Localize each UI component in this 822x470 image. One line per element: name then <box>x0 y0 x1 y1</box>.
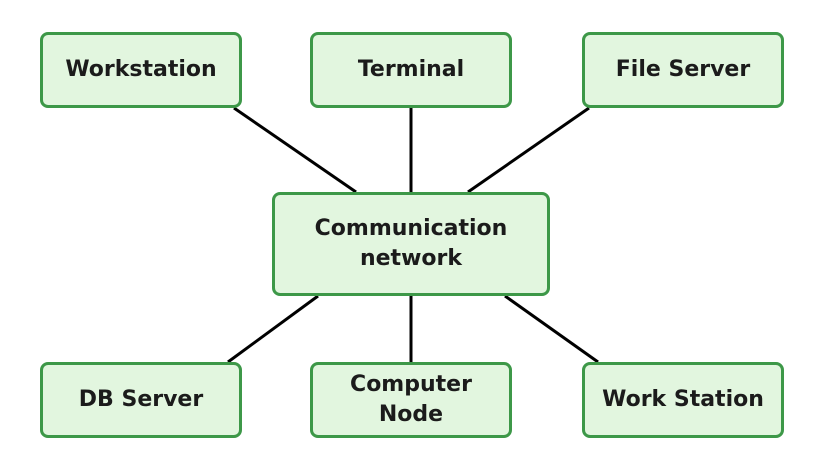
edge-file-server <box>467 106 590 194</box>
node-computer-node: Computer Node <box>310 362 512 438</box>
node-workstation: Workstation <box>40 32 242 108</box>
node-db-server: DB Server <box>40 362 242 438</box>
node-terminal: Terminal <box>310 32 512 108</box>
node-label: Terminal <box>357 57 465 82</box>
node-communication-network: Communication network <box>272 192 550 296</box>
node-label: File Server <box>615 57 751 82</box>
hub-label: Communication network <box>314 216 508 271</box>
node-label: Computer Node <box>350 372 472 427</box>
node-label: DB Server <box>78 387 204 412</box>
edge-workstation <box>233 106 357 194</box>
node-work-station: Work Station <box>582 362 784 438</box>
node-label: Workstation <box>65 57 217 82</box>
edge-work-station <box>504 294 599 364</box>
node-label: Work Station <box>602 387 764 412</box>
edge-db-server <box>227 294 319 364</box>
node-file-server: File Server <box>582 32 784 108</box>
